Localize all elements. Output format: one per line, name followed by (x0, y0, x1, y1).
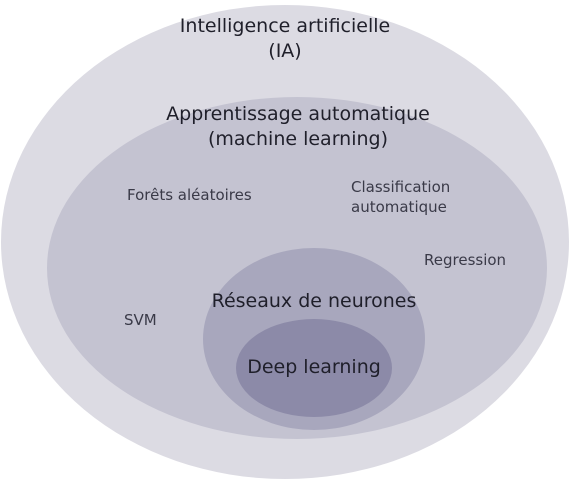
ellipse-deep-learning (236, 319, 392, 417)
label-machine-learning: Apprentissage automatique (machine learn… (148, 102, 448, 151)
label-ai-line1: Intelligence artificielle (179, 15, 391, 37)
label-ml-line1: Apprentissage automatique (166, 103, 430, 125)
label-ai-line2: (IA) (268, 39, 302, 62)
label-neural-networks: Réseaux de neurones (211, 290, 417, 312)
label-random-forests: Forêts aléatoires (127, 186, 252, 204)
label-ml-line2: (machine learning) (207, 127, 389, 150)
label-svm: SVM (124, 311, 157, 329)
label-ai: Intelligence artificielle (IA) (135, 14, 435, 63)
label-deep-learning: Deep learning (247, 356, 381, 378)
label-classification: Classification automatique (351, 178, 450, 217)
label-classification-line2: automatique (351, 197, 447, 216)
label-classification-line1: Classification (351, 178, 451, 196)
label-regression: Regression (424, 251, 507, 269)
